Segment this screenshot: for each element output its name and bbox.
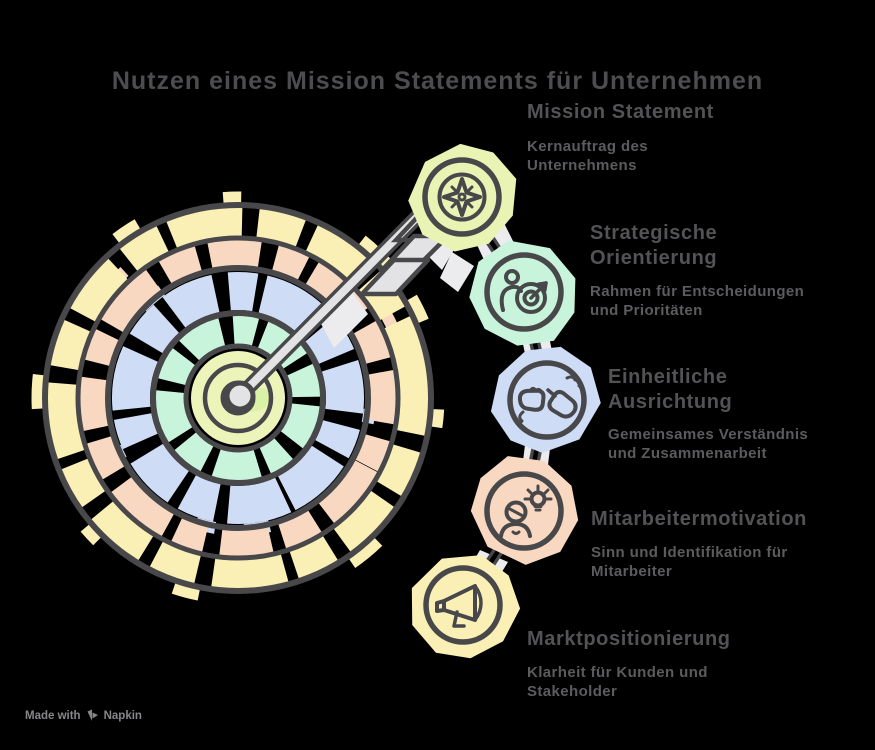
item-strategische-orientierung-desc: Rahmen für Entscheidungen und Prioritäte…	[590, 282, 804, 320]
node-mitarbeitermotivation	[470, 456, 579, 565]
node-circle	[423, 565, 503, 645]
arrow-shadow-shard	[320, 292, 368, 348]
arrow-shadow-shard	[440, 252, 474, 292]
ring-blue	[112, 272, 364, 524]
ring-outline-4	[150, 310, 326, 486]
item-title: Mitarbeitermotivation	[591, 508, 807, 530]
node-circle	[422, 157, 502, 237]
icon-chain	[408, 143, 601, 659]
item-marktpositionierung: Marktpositionierung	[527, 627, 731, 652]
item-title: Marktpositionierung	[527, 628, 731, 650]
ring-mint	[153, 313, 323, 483]
page-title: Nutzen eines Mission Statements für Unte…	[111, 66, 764, 95]
node-mission-statement	[408, 143, 517, 252]
item-mission-statement-desc: Kernauftrag des Unternehmens	[527, 137, 648, 175]
item-title: Mission Statement	[527, 101, 714, 123]
fist-bump-icon	[517, 375, 581, 431]
ring-outline-1	[42, 202, 434, 594]
napkin-logo-icon	[87, 709, 98, 721]
ring-outline-5	[183, 343, 293, 453]
item-einheitliche-ausrichtung-desc: Gemeinsames Verständnis und Zusammenarbe…	[608, 425, 808, 463]
item-mitarbeitermotivation: Mitarbeitermotivation	[591, 507, 807, 532]
item-title: Einheitliche Ausrichtung	[608, 366, 733, 413]
compass-icon	[437, 172, 487, 222]
item-strategische-orientierung: Strategische Orientierung	[590, 221, 717, 271]
item-description: Rahmen für Entscheidungen und Prioritäte…	[590, 283, 805, 319]
item-title: Strategische Orientierung	[590, 222, 718, 269]
ring-yellow	[47, 207, 429, 589]
arrow-feather	[359, 257, 431, 297]
made-with-label: Made with	[25, 709, 81, 722]
item-einheitliche-ausrichtung: Einheitliche Ausrichtung	[608, 365, 732, 415]
item-description: Klarheit für Kunden und Stakeholder	[527, 664, 708, 700]
ring-outline-6	[202, 362, 274, 434]
item-description: Sinn und Identifikation für Mitarbeiter	[591, 544, 788, 580]
item-mitarbeitermotivation-desc: Sinn und Identifikation für Mitarbeiter	[591, 543, 788, 581]
napkin-attribution: Made with Napkin	[25, 709, 142, 722]
ring-outline-3	[105, 265, 371, 531]
arrow-impact-dot	[224, 380, 256, 412]
node-marktpositionierung	[411, 555, 521, 659]
node-circle	[484, 252, 564, 332]
person-idea-icon	[499, 484, 553, 538]
megaphone-icon	[435, 584, 483, 628]
item-description: Gemeinsames Verständnis und Zusammenarbe…	[608, 426, 809, 462]
item-description: Kernauftrag des Unternehmens	[527, 138, 649, 174]
node-strategische-orientierung	[469, 240, 576, 346]
item-mission-statement: Mission Statement	[527, 100, 714, 125]
item-marktpositionierung-desc: Klarheit für Kunden und Stakeholder	[527, 663, 708, 701]
brand-label: Napkin	[103, 709, 142, 722]
node-einheitliche-ausrichtung	[490, 346, 601, 453]
ring-outline-2	[75, 235, 401, 561]
goal-target-icon	[499, 269, 548, 314]
